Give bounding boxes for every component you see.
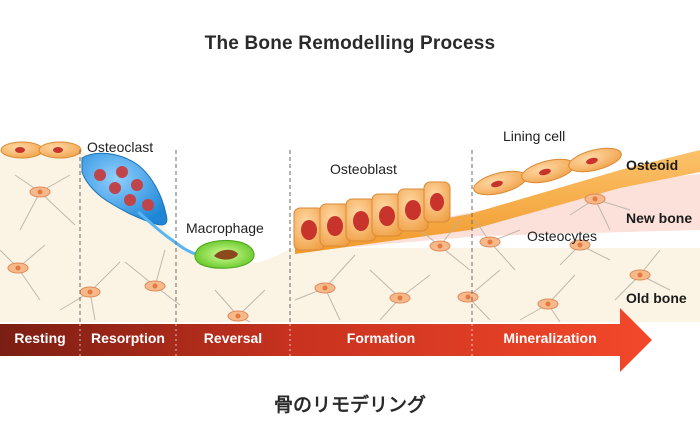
stage-mineralization: Mineralization [503, 330, 597, 346]
resting-lining-cells [0, 141, 82, 159]
label-osteocytes: Osteocytes [527, 228, 598, 244]
diagram-title: The Bone Remodelling Process [204, 33, 496, 54]
label-lining-cell: Lining cell [503, 128, 566, 144]
label-macrophage: Macrophage [186, 220, 264, 236]
timeline-arrow [0, 308, 652, 372]
stage-formation: Formation [346, 330, 416, 346]
label-osteoblast: Osteoblast [330, 161, 397, 177]
label-new-bone: New bone [626, 210, 693, 226]
japanese-subtitle: 骨のリモデリング [273, 395, 426, 416]
stage-resorption: Resorption [91, 330, 165, 346]
label-osteoid: Osteoid [626, 157, 679, 173]
resting-bone-top [0, 150, 80, 322]
old-bone-matrix [0, 150, 700, 322]
osteoclast-cell [81, 152, 197, 256]
lining-cells [473, 147, 622, 196]
stage-dividers [79, 150, 473, 322]
stage-resting: Resting [14, 330, 66, 346]
label-old-bone: Old bone [626, 290, 687, 306]
macrophage-cell [194, 239, 255, 269]
osteoblast-cells [293, 181, 451, 251]
label-osteoclast: Osteoclast [87, 139, 154, 155]
stage-reversal: Reversal [203, 330, 263, 346]
